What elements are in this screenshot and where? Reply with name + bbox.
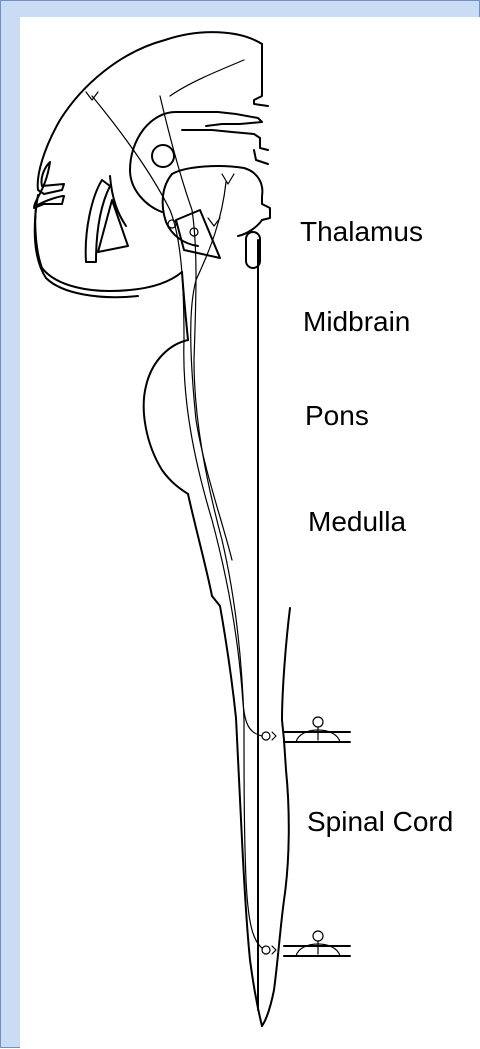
spinal-nerve-upper	[262, 717, 350, 742]
thalamus-outline	[172, 166, 270, 236]
ventricle	[152, 145, 174, 167]
label-midbrain: Midbrain	[303, 306, 410, 338]
cerebral-cortex-outline	[34, 32, 262, 291]
motor-neuron-soma	[262, 732, 270, 740]
label-pons: Pons	[305, 400, 369, 432]
label-thalamus: Thalamus	[300, 216, 423, 248]
cortex-sulcus	[254, 150, 268, 164]
label-spinal-cord: Spinal Cord	[307, 806, 453, 838]
motor-neuron-soma	[262, 946, 270, 954]
pons-outline	[144, 340, 188, 494]
ganglion-cell	[313, 717, 323, 727]
tract-fiber	[160, 96, 262, 948]
cortex-sulcus	[254, 44, 268, 106]
dendrite-icon	[222, 174, 234, 184]
tract-fiber	[92, 96, 262, 736]
cortex-sulcus	[182, 130, 268, 150]
spinal-nerve-lower	[262, 931, 350, 956]
label-medulla: Medulla	[308, 506, 406, 538]
brainstem-right-edge	[262, 608, 290, 1026]
cortex-sulcus	[176, 112, 262, 126]
ganglion-cell	[313, 931, 323, 941]
tract-fiber	[170, 60, 244, 96]
